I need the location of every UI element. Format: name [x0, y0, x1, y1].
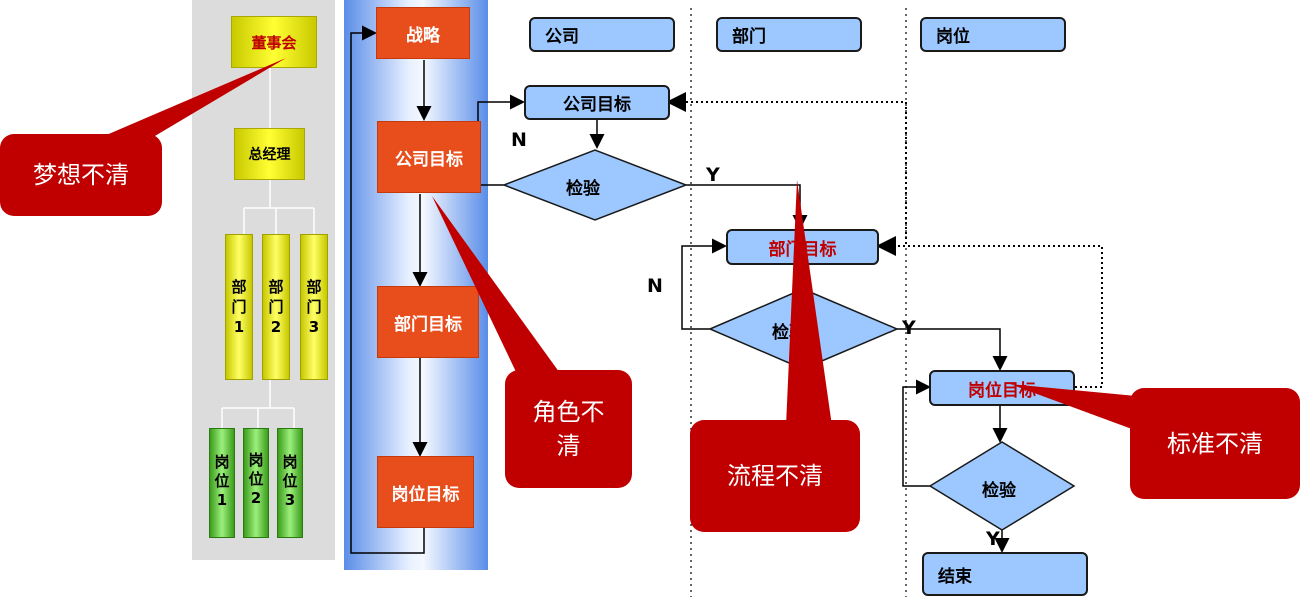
callout-standard: 标准不清 [1130, 388, 1300, 499]
y-label-1: Y [706, 164, 720, 186]
standard-pointer [1010, 384, 1140, 432]
dept-1-bar: 部门1 [225, 234, 253, 380]
check1-diamond [501, 149, 689, 221]
post-3-label: 岗位3 [282, 453, 298, 509]
y-label-2: Y [902, 317, 916, 339]
feedback-lines [666, 92, 1103, 388]
column-post-header: 岗位 [920, 17, 1066, 52]
strategy-dept-goal-box: 部门目标 [377, 286, 479, 358]
dept-1-label: 部门1 [231, 278, 247, 336]
post-1-bar: 岗位1 [209, 428, 235, 538]
callout-dream: 梦想不清 [0, 134, 162, 216]
strategy-arrows [350, 25, 432, 554]
check3-diamond [928, 441, 1076, 531]
n-label-1: N [511, 129, 527, 151]
n-label-2: N [647, 275, 663, 297]
company-goal-box: 公司目标 [524, 85, 670, 120]
general-manager-box: 总经理 [234, 128, 305, 180]
flow-arrows [477, 94, 1010, 553]
dream-pointer [90, 58, 286, 152]
post-2-bar: 岗位2 [243, 428, 269, 538]
callout-role: 角色不清 [505, 370, 632, 488]
board-box: 董事会 [231, 16, 317, 68]
role-pointer [432, 196, 562, 376]
dept-3-bar: 部门3 [300, 234, 328, 380]
end-box: 结束 [922, 552, 1088, 596]
column-dept-header: 部门 [716, 17, 862, 52]
process-pointer [786, 180, 832, 426]
strategy-post-goal-box: 岗位目标 [377, 456, 474, 528]
check1-label: 检验 [566, 179, 600, 199]
post-2-label: 岗位2 [248, 451, 264, 507]
post-1-label: 岗位1 [214, 453, 230, 509]
check3-label: 检验 [982, 481, 1016, 501]
column-separators [690, 8, 907, 597]
strategy-box: 战略 [376, 7, 470, 59]
callout-process: 流程不清 [690, 420, 860, 532]
dept-2-label: 部门2 [268, 278, 284, 336]
dept-3-label: 部门3 [306, 278, 322, 336]
org-tree-lines [221, 68, 315, 428]
y-label-3: Y [986, 528, 1000, 550]
post-3-bar: 岗位3 [277, 428, 303, 538]
strategy-company-goal-box: 公司目标 [377, 121, 481, 193]
dept-2-bar: 部门2 [262, 234, 290, 380]
column-company-header: 公司 [529, 17, 675, 52]
